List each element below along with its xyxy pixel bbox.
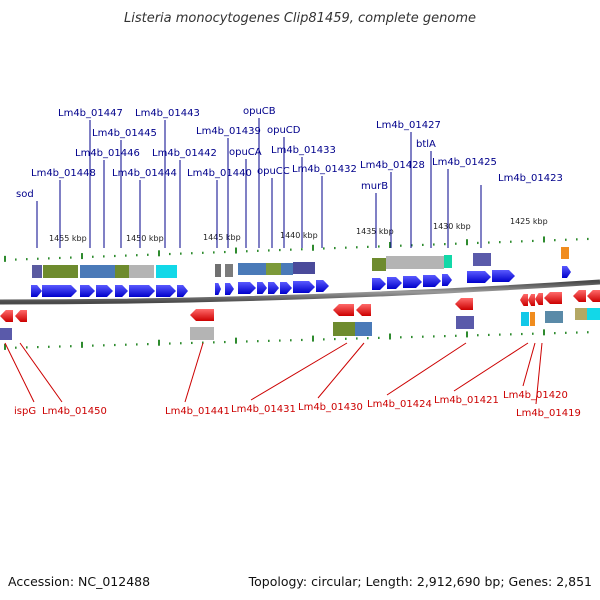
tick-row-top xyxy=(4,236,589,262)
reverse-gene-label[interactable]: Lm4b_01441 xyxy=(165,406,230,417)
forward-gene-label[interactable]: Lm4b_01448 xyxy=(31,168,96,179)
leader-line xyxy=(4,342,35,403)
reverse-gene-arrow[interactable] xyxy=(15,310,27,322)
reverse-gene-arrow[interactable] xyxy=(356,304,371,316)
reverse-gene-arrow[interactable] xyxy=(544,292,562,304)
leader-line xyxy=(535,342,543,405)
leader-line xyxy=(522,342,536,387)
kbp-label: 1430 kbp xyxy=(433,222,471,231)
forward-gene-arrow[interactable] xyxy=(387,277,402,289)
kbp-label: 1425 kbp xyxy=(510,217,548,226)
forward-gene-arrow[interactable] xyxy=(280,282,292,294)
leader-line xyxy=(386,342,467,396)
forward-gene-label[interactable]: Lm4b_01433 xyxy=(271,145,336,156)
forward-gene-label[interactable]: Lm4b_01428 xyxy=(360,160,425,171)
kbp-label: 1435 kbp xyxy=(356,227,394,236)
forward-gene-arrow[interactable] xyxy=(115,285,128,297)
forward-gene-label[interactable]: Lm4b_01444 xyxy=(112,168,177,179)
forward-gene-label[interactable]: Lm4b_01445 xyxy=(92,128,157,139)
reverse-gene-arrow[interactable] xyxy=(0,310,13,322)
forward-gene-label[interactable]: Lm4b_01439 xyxy=(196,126,261,137)
forward-gene-arrow[interactable] xyxy=(316,280,329,292)
reverse-gene-label[interactable]: Lm4b_01424 xyxy=(367,399,432,410)
reverse-gene-arrow[interactable] xyxy=(455,298,473,310)
forward-gene-label[interactable]: opuCC xyxy=(257,166,290,177)
genome-backbone xyxy=(0,279,600,305)
kbp-label: 1455 kbp xyxy=(49,234,87,243)
reverse-gene-arrow[interactable] xyxy=(333,304,354,316)
forward-gene-label[interactable]: Lm4b_01432 xyxy=(292,164,357,175)
reverse-gene-arrow[interactable] xyxy=(573,290,586,302)
forward-gene-arrow[interactable] xyxy=(238,282,256,294)
forward-gene-arrow[interactable] xyxy=(42,285,77,297)
kbp-label: 1445 kbp xyxy=(203,233,241,242)
forward-domain-blocks xyxy=(32,247,569,278)
topology-text: Topology: circular; Length: 2,912,690 bp… xyxy=(248,574,592,589)
forward-gene-arrow[interactable] xyxy=(423,275,441,287)
forward-gene-label[interactable]: Lm4b_01425 xyxy=(432,157,497,168)
reverse-gene-arrow[interactable] xyxy=(520,294,528,306)
forward-gene-arrow[interactable] xyxy=(177,285,188,297)
kbp-label: 1450 kbp xyxy=(126,234,164,243)
leader-line xyxy=(453,342,529,392)
forward-gene-arrow[interactable] xyxy=(403,276,422,288)
forward-gene-label[interactable]: Lm4b_01446 xyxy=(75,148,140,159)
reverse-gene-label[interactable]: Lm4b_01430 xyxy=(298,402,363,413)
forward-gene-label[interactable]: sod xyxy=(16,189,34,200)
reverse-gene-label[interactable]: Lm4b_01450 xyxy=(42,406,107,417)
forward-gene-arrow[interactable] xyxy=(156,285,176,297)
forward-gene-arrow[interactable] xyxy=(268,282,279,294)
forward-gene-arrow[interactable] xyxy=(225,283,234,295)
forward-gene-arrow[interactable] xyxy=(492,270,515,282)
reverse-strand-genes xyxy=(0,290,600,322)
kbp-scale: 1455 kbp 1450 kbp 1445 kbp 1440 kbp 1435… xyxy=(49,217,548,243)
forward-gene-label[interactable]: Lm4b_01423 xyxy=(498,173,563,184)
reverse-gene-arrow[interactable] xyxy=(587,290,600,302)
reverse-domain-blocks xyxy=(0,308,600,340)
leader-line xyxy=(250,342,348,401)
reverse-gene-label[interactable]: Lm4b_01419 xyxy=(516,408,581,419)
forward-gene-label[interactable]: Lm4b_01442 xyxy=(152,148,217,159)
reverse-gene-arrow[interactable] xyxy=(535,293,543,305)
forward-gene-arrow[interactable] xyxy=(215,283,221,295)
forward-gene-arrow[interactable] xyxy=(562,266,571,278)
forward-gene-label[interactable]: Lm4b_01427 xyxy=(376,120,441,131)
reverse-gene-arrow[interactable] xyxy=(190,309,214,321)
forward-gene-label[interactable]: opuCB xyxy=(243,106,276,117)
leader-line xyxy=(19,342,63,403)
forward-gene-arrow[interactable] xyxy=(467,271,491,283)
leader-line xyxy=(184,342,204,403)
forward-gene-label[interactable]: murB xyxy=(361,181,388,192)
reverse-gene-label[interactable]: Lm4b_01431 xyxy=(231,404,296,415)
forward-gene-arrow[interactable] xyxy=(129,285,155,297)
reverse-gene-arrow[interactable] xyxy=(528,294,535,306)
forward-gene-label[interactable]: opuCD xyxy=(267,125,301,136)
forward-strand-genes xyxy=(31,266,571,297)
forward-gene-arrow[interactable] xyxy=(293,281,315,293)
forward-gene-arrow[interactable] xyxy=(442,274,452,286)
forward-gene-label[interactable]: opuCA xyxy=(229,147,262,158)
forward-gene-arrow[interactable] xyxy=(257,282,267,294)
forward-gene-arrow[interactable] xyxy=(372,278,386,290)
reverse-gene-label[interactable]: Lm4b_01420 xyxy=(503,390,568,401)
forward-gene-label[interactable]: btlA xyxy=(416,139,436,150)
map-title: Listeria monocytogenes Clip81459, comple… xyxy=(124,11,476,26)
kbp-label: 1440 kbp xyxy=(280,231,318,240)
leader-line xyxy=(317,342,365,399)
tick-row-bottom xyxy=(4,329,589,350)
forward-gene-label[interactable]: Lm4b_01443 xyxy=(135,108,200,119)
forward-gene-arrow[interactable] xyxy=(80,285,95,297)
reverse-gene-label[interactable]: ispG xyxy=(14,406,36,417)
forward-gene-labels: sodLm4b_01448Lm4b_01447Lm4b_01446Lm4b_01… xyxy=(16,106,563,248)
forward-gene-label[interactable]: Lm4b_01440 xyxy=(187,168,252,179)
accession-text: Accession: NC_012488 xyxy=(8,574,150,589)
reverse-gene-label[interactable]: Lm4b_01421 xyxy=(434,395,499,406)
forward-gene-arrow[interactable] xyxy=(96,285,113,297)
forward-gene-label[interactable]: Lm4b_01447 xyxy=(58,108,123,119)
forward-gene-arrow[interactable] xyxy=(31,285,42,297)
